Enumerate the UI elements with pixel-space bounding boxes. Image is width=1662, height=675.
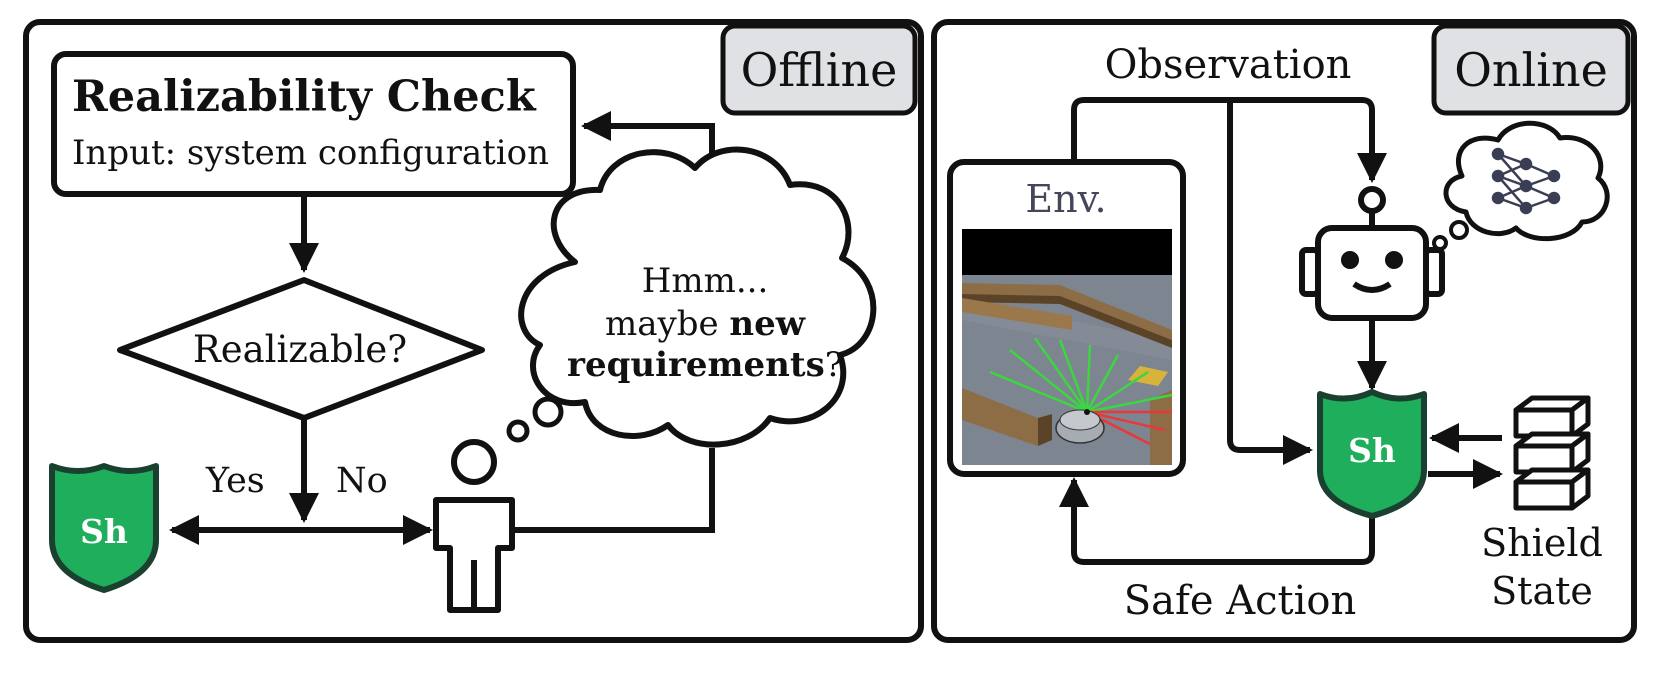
thought-dot-large bbox=[532, 396, 564, 428]
neural-network-icon bbox=[1491, 147, 1561, 215]
robot-thought-dot-large bbox=[1449, 220, 1469, 240]
thought-line-2-normal: maybe bbox=[605, 304, 729, 344]
online-badge: Online bbox=[1431, 23, 1631, 116]
decision-diamond: Realizable? bbox=[117, 277, 485, 421]
robot-icon bbox=[1299, 186, 1445, 321]
yes-label: Yes bbox=[205, 461, 265, 501]
shield-state-line-2: State bbox=[1491, 569, 1593, 613]
arrow-observation-to-robot bbox=[1071, 97, 1387, 183]
offline-badge: Offline bbox=[720, 23, 918, 116]
thought-line-2: maybe new bbox=[605, 304, 806, 344]
feedback-line-lower bbox=[514, 448, 715, 533]
online-panel: Online Observation Env. bbox=[931, 19, 1637, 643]
arrow-safe-action-to-env bbox=[1059, 477, 1375, 565]
thought-line-1: Hmm... bbox=[642, 261, 769, 301]
thought-line-3-bold: requirements bbox=[567, 345, 825, 385]
thought-line-3-normal: ? bbox=[825, 345, 843, 385]
shield-state-line-1: Shield bbox=[1481, 521, 1603, 565]
online-shield-label: Sh bbox=[1348, 431, 1396, 470]
environment-box: Env. bbox=[947, 159, 1186, 477]
realizability-check-box: Realizability Check Input: system config… bbox=[51, 51, 576, 197]
arrow-observation-to-shield bbox=[1227, 100, 1313, 465]
offline-shield-label: Sh bbox=[80, 512, 128, 551]
lidar-green-rays bbox=[989, 337, 1172, 414]
offline-panel: Offline Realizability Check Input: syste… bbox=[23, 19, 924, 643]
thought-dot-small bbox=[506, 419, 530, 443]
no-label: No bbox=[336, 461, 388, 501]
env-label: Env. bbox=[1025, 177, 1106, 221]
check-input-text: Input: system configuration bbox=[72, 133, 549, 173]
shield-icon bbox=[49, 463, 159, 593]
safe-action-label: Safe Action bbox=[1124, 578, 1356, 624]
offline-shield: Sh bbox=[49, 463, 159, 593]
online-shield: Sh bbox=[1317, 389, 1427, 519]
person-icon bbox=[433, 439, 515, 613]
neural-network-cloud bbox=[1443, 120, 1610, 242]
thought-cloud: Hmm... maybe new requirements? bbox=[518, 146, 877, 448]
thought-line-3: requirements? bbox=[567, 345, 843, 385]
shield-icon bbox=[1317, 389, 1427, 519]
online-badge-label: Online bbox=[1454, 43, 1608, 97]
observation-label: Observation bbox=[1105, 42, 1352, 88]
check-title: Realizability Check bbox=[72, 72, 537, 122]
robot-thought-dot-small bbox=[1432, 235, 1448, 251]
decision-label: Realizable? bbox=[193, 328, 407, 371]
environment-render bbox=[962, 229, 1172, 465]
offline-badge-label: Offline bbox=[741, 43, 898, 97]
stacked-boxes-icon bbox=[1513, 395, 1591, 511]
thought-line-2-bold: new bbox=[729, 304, 805, 344]
